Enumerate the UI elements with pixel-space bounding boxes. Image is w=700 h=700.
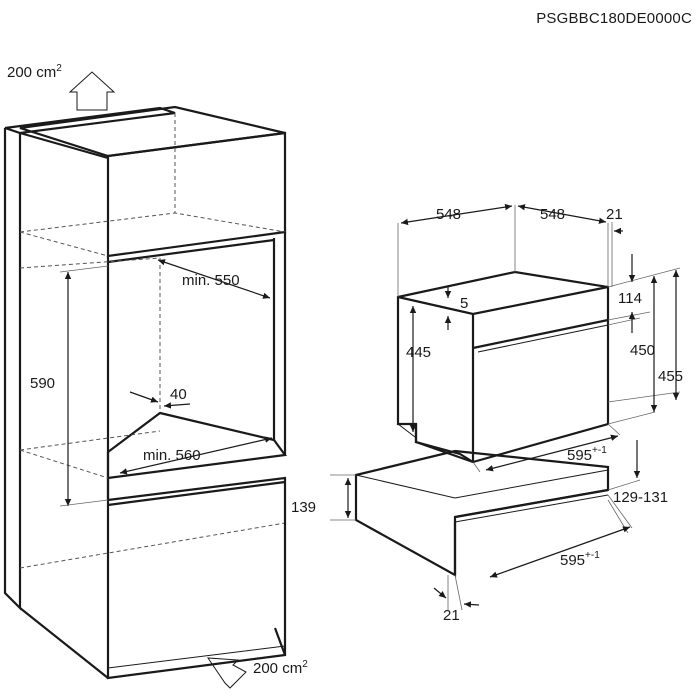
cabinet-lower-box bbox=[106, 476, 287, 680]
drawer-front-depth-label: 21 bbox=[443, 607, 460, 624]
cabinet-left-panel bbox=[3, 128, 22, 611]
min-depth-lower-label: min. 560 bbox=[143, 447, 201, 464]
document-code: PSGBBC180DE0000C bbox=[536, 10, 692, 27]
dim-line-40 bbox=[129, 391, 159, 403]
dim-line-550 bbox=[157, 259, 271, 299]
width-right-label: 548 bbox=[540, 206, 565, 223]
niche-floor bbox=[106, 411, 287, 480]
dim-line-595-oven bbox=[485, 434, 619, 472]
width-left-label: 548 bbox=[436, 206, 461, 223]
dim-line-548-left bbox=[400, 203, 513, 226]
dim-line-548-right bbox=[517, 204, 607, 224]
front-height-label: 445 bbox=[406, 344, 431, 361]
niche-height-label: 590 bbox=[30, 375, 55, 392]
vent-bottom-label: 200 cm2 bbox=[253, 659, 308, 677]
cabinet-drawing: 200 cm2 min. 550 590 40 min. 560 200 cm2 bbox=[3, 63, 308, 689]
vent-diagonal-arrow-icon bbox=[207, 657, 247, 689]
oven-width-label: 595+-1 bbox=[567, 445, 607, 464]
drawer-drawing: 139 129-131 595+-1 21 bbox=[291, 440, 668, 624]
min-depth-upper-label: min. 550 bbox=[182, 272, 240, 289]
top-gap-label: 5 bbox=[460, 295, 468, 312]
cabinet-top-box bbox=[19, 105, 286, 158]
vent-up-arrow-icon bbox=[68, 71, 116, 111]
drawer-height-label: 139 bbox=[291, 499, 316, 516]
front-depth-label: 21 bbox=[606, 206, 623, 223]
panel-height-label: 114 bbox=[618, 290, 642, 307]
vent-top-label: 200 cm2 bbox=[7, 63, 62, 81]
dim-line-595-drawer bbox=[489, 526, 631, 578]
oven-body bbox=[396, 270, 610, 464]
dim-line-560 bbox=[119, 436, 273, 475]
drawer-gap-label: 129-131 bbox=[613, 489, 668, 506]
total-height-label: 455 bbox=[658, 368, 683, 385]
drawer-width-label: 595+-1 bbox=[560, 550, 600, 569]
oven-drawing: 548 548 21 5 445 114 450 455 595+-1 bbox=[396, 203, 683, 473]
oven-control-panel bbox=[472, 318, 609, 350]
front-gap-label: 40 bbox=[170, 386, 187, 403]
body-height-label: 450 bbox=[630, 342, 655, 359]
